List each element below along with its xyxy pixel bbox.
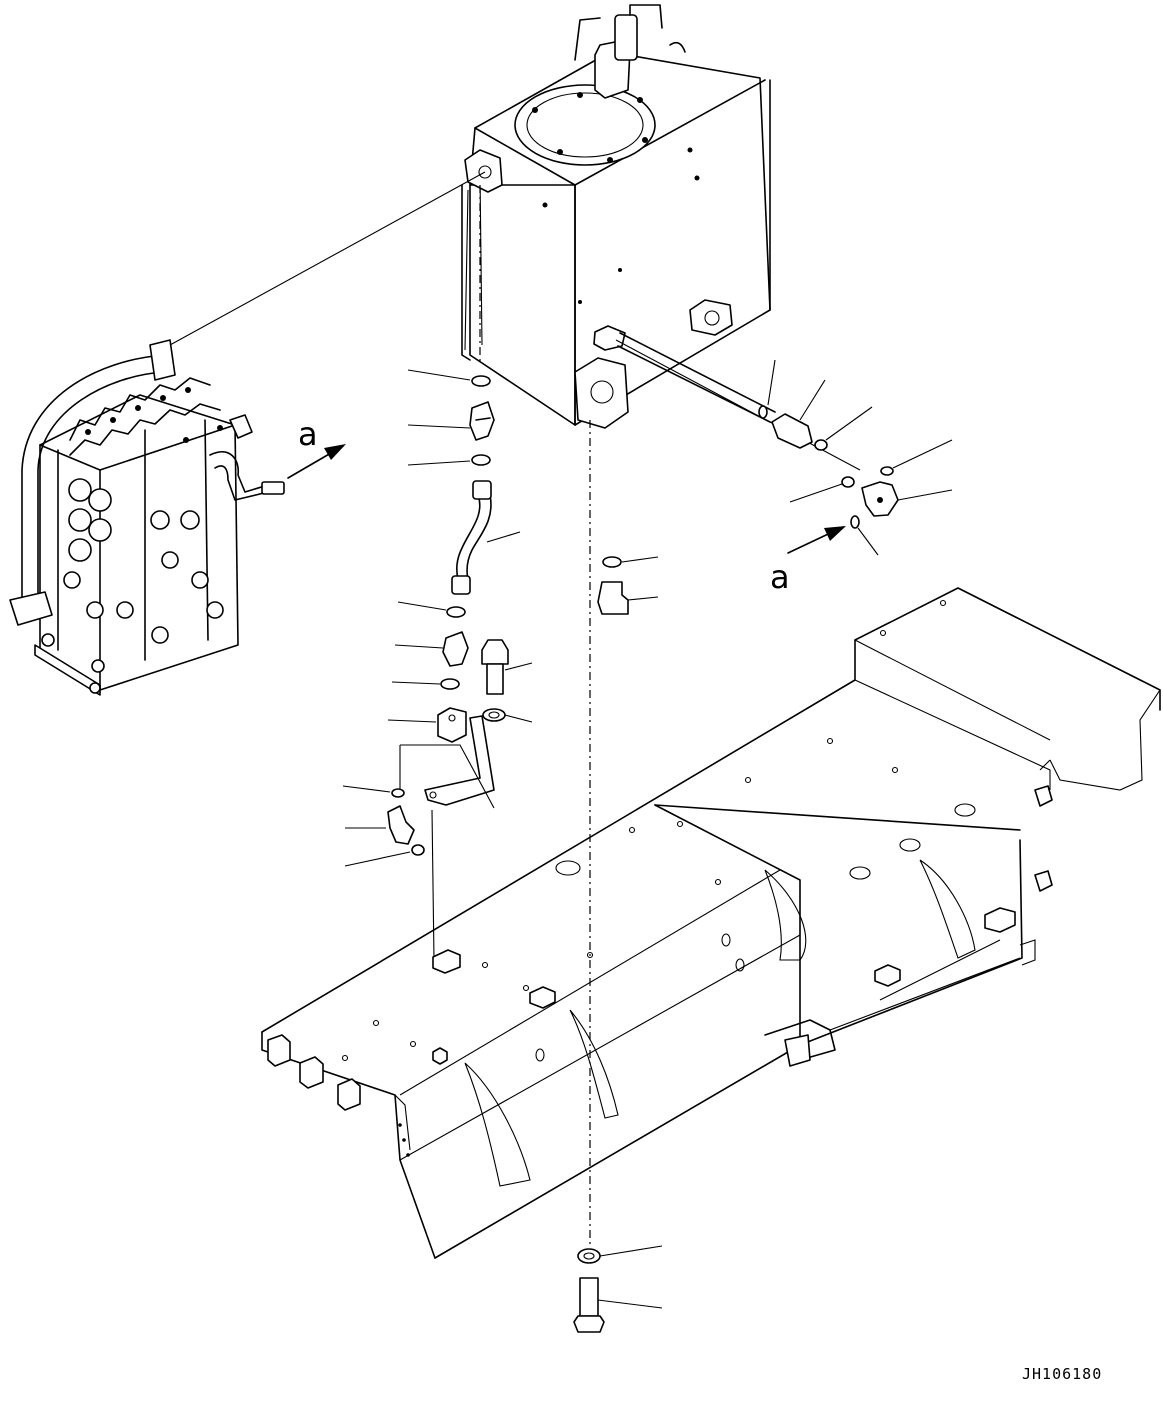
o-ring-12 [850, 515, 860, 529]
adapter-fitting-1 [469, 401, 495, 441]
hydraulic-tank [461, 4, 776, 429]
o-ring-2 [471, 454, 491, 466]
o-ring-11 [880, 466, 894, 476]
bolt-1 [481, 639, 509, 695]
o-ring-9 [814, 439, 828, 451]
left-parts-stack [342, 185, 533, 961]
view-arrow-right: a [770, 526, 846, 596]
view-label-left: a [298, 415, 318, 453]
o-ring-8 [758, 405, 768, 419]
block [437, 707, 467, 743]
o-ring-4 [440, 678, 460, 690]
center-parts-stack [573, 420, 663, 1333]
control-valve [9, 339, 285, 696]
bracket [424, 715, 495, 806]
right-parts-stack [615, 339, 953, 556]
connector [771, 413, 813, 449]
elbow-fitting [387, 805, 415, 845]
hose [451, 480, 492, 595]
o-ring-5 [391, 788, 405, 798]
o-ring-7 [602, 556, 622, 568]
bolt-2 [573, 1277, 605, 1333]
o-ring-10 [841, 476, 855, 488]
plug [597, 581, 629, 615]
view-label-right: a [770, 558, 790, 596]
view-arrow-left: a [287, 415, 346, 479]
main-frame [261, 587, 1161, 1259]
drawing-code: JH106180 [1022, 1365, 1102, 1383]
reference-line-valve-to-tank [169, 171, 486, 346]
washer-1 [482, 708, 506, 722]
o-ring-3 [446, 606, 466, 618]
washer-2 [577, 1248, 601, 1264]
o-ring-6 [411, 844, 425, 856]
adapter-fitting-2 [442, 631, 469, 667]
o-ring-1 [471, 375, 491, 387]
